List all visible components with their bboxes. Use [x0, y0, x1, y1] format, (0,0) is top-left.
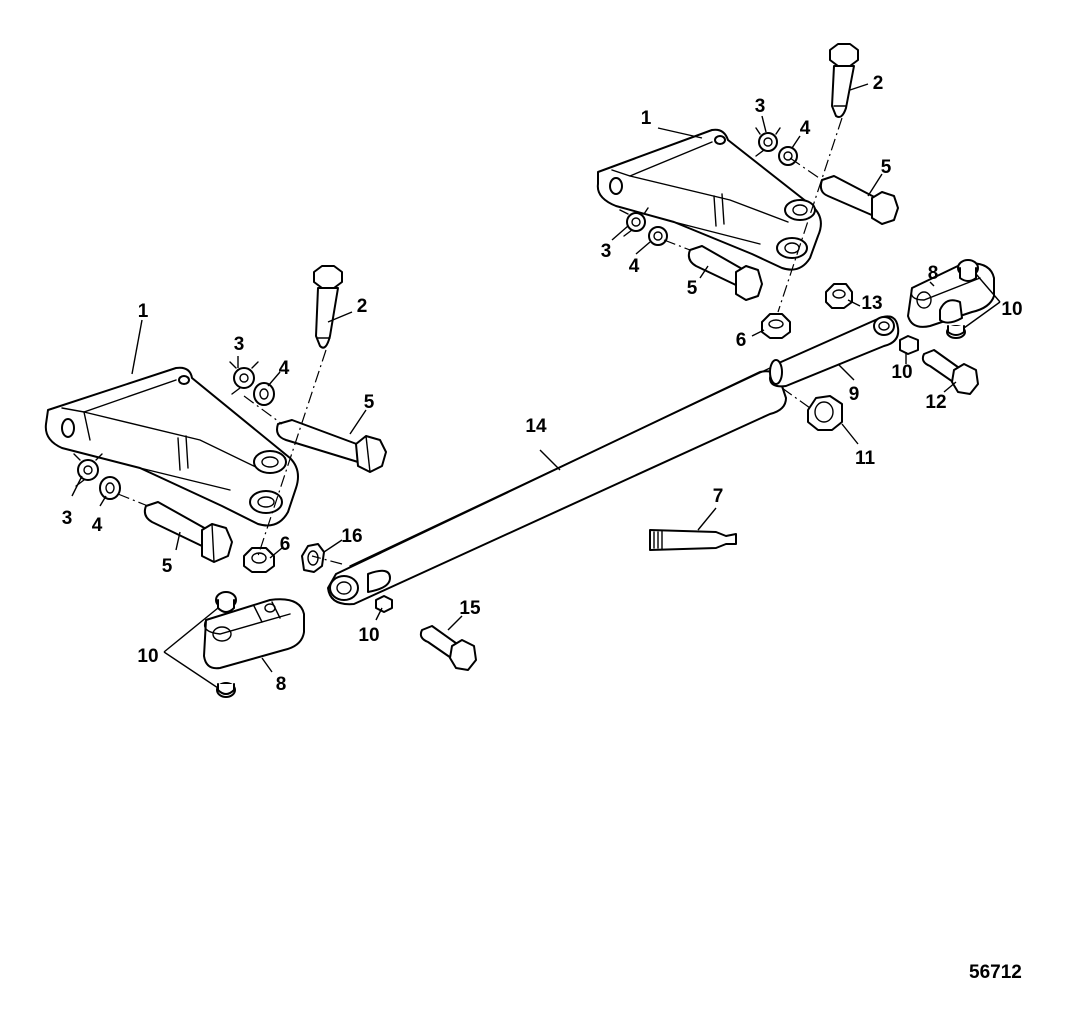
callout-8-left: 8	[276, 674, 287, 695]
left-lockwasher-lower	[73, 453, 103, 487]
right-lockwasher-upper	[755, 127, 781, 157]
callout-1-right: 1	[641, 108, 652, 129]
jam-nut-11	[807, 395, 843, 431]
callout-4-left-lower: 4	[92, 515, 103, 536]
callout-10-center: 10	[358, 625, 379, 646]
right-bolt-2	[829, 43, 859, 118]
bushing-10-c	[375, 595, 393, 613]
callout-3-left-upper: 3	[234, 334, 245, 355]
left-bolt-2	[313, 265, 343, 349]
callout-15: 15	[459, 598, 481, 619]
figure-code: 56712	[969, 962, 1022, 983]
left-bolt-5-upper	[276, 419, 387, 473]
bolt-12	[921, 349, 979, 395]
right-nut-6	[761, 313, 791, 339]
right-clevis-8	[907, 262, 995, 328]
bushing-10-f	[899, 335, 919, 355]
callout-10-right: 10	[1001, 299, 1022, 320]
callout-3-left-lower: 3	[62, 508, 73, 529]
callout-12: 12	[925, 392, 946, 413]
callout-8-right: 8	[928, 263, 939, 284]
bushing-10-d	[957, 259, 979, 282]
callout-1-left: 1	[138, 301, 149, 322]
bushing-10-e	[946, 325, 966, 339]
callout-4-left-upper: 4	[279, 358, 290, 379]
assembly-centerlines	[117, 117, 843, 565]
callout-3-right-upper: 3	[755, 96, 766, 117]
callout-13: 13	[861, 293, 882, 314]
left-washer-upper	[253, 382, 275, 406]
callout-2-left: 2	[357, 296, 368, 317]
callout-11: 11	[855, 448, 876, 469]
bushing-10-a	[215, 591, 237, 613]
rod-end-9	[769, 315, 900, 388]
callout-2-right: 2	[873, 73, 884, 94]
left-nut-6	[243, 547, 275, 573]
left-bolt-5-lower	[143, 501, 233, 563]
callout-5-left-lower: 5	[162, 556, 173, 577]
right-bolt-5-lower	[687, 245, 763, 301]
callout-5-left-upper: 5	[364, 392, 375, 413]
callout-6-left: 6	[280, 534, 291, 555]
left-clevis-8	[203, 598, 305, 670]
left-bracket-arm	[44, 366, 299, 527]
nut-13	[825, 283, 853, 309]
callout-10-right-small: 10	[891, 362, 912, 383]
right-lockwasher-lower	[619, 207, 649, 237]
callout-7: 7	[713, 486, 724, 507]
callout-14: 14	[525, 416, 547, 437]
callout-3-right-lower: 3	[601, 241, 612, 262]
left-washer-lower	[99, 476, 121, 500]
right-washer-upper	[778, 146, 798, 166]
lubricant-tube-7	[649, 529, 737, 551]
callout-9: 9	[849, 384, 860, 405]
callout-6-right: 6	[736, 330, 747, 351]
callout-16: 16	[341, 526, 362, 547]
leader-lines	[71, 83, 1001, 689]
left-lockwasher-upper	[229, 361, 259, 395]
right-washer-lower	[648, 226, 668, 246]
callout-4-right-lower: 4	[629, 256, 640, 277]
bushing-10-b	[216, 682, 236, 698]
callout-5-right-lower: 5	[687, 278, 698, 299]
right-bracket-arm	[596, 128, 822, 271]
callout-4-right-upper: 4	[800, 118, 811, 139]
bolt-15	[419, 625, 477, 671]
right-bolt-5-upper	[819, 175, 899, 225]
callout-5-right-upper: 5	[881, 157, 892, 178]
callout-labels: 1 2 3 4 5 3 4 5 1 2 3 4 5 3 4 5 6 16 10 …	[62, 73, 1023, 695]
callout-10-left: 10	[137, 646, 158, 667]
